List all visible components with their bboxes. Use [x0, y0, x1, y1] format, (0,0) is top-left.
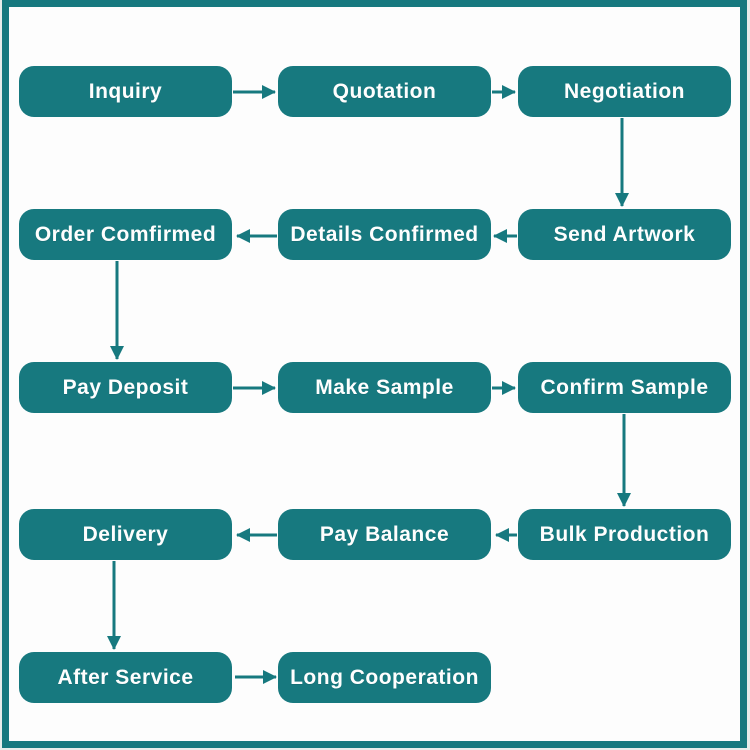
flow-node-negotiation: Negotiation	[518, 66, 731, 117]
flow-node-quotation: Quotation	[278, 66, 491, 117]
flow-node-order-comfirmed: Order Comfirmed	[19, 209, 232, 260]
flow-node-confirm-sample: Confirm Sample	[518, 362, 731, 413]
flow-node-bulk-production: Bulk Production	[518, 509, 731, 560]
flow-node-pay-balance: Pay Balance	[278, 509, 491, 560]
flow-node-inquiry: Inquiry	[19, 66, 232, 117]
flow-node-make-sample: Make Sample	[278, 362, 491, 413]
flow-node-after-service: After Service	[19, 652, 232, 703]
flow-node-details-confirmed: Details Confirmed	[278, 209, 491, 260]
flow-node-send-artwork: Send Artwork	[518, 209, 731, 260]
flow-node-pay-deposit: Pay Deposit	[19, 362, 232, 413]
flow-node-delivery: Delivery	[19, 509, 232, 560]
flow-node-long-cooperation: Long Cooperation	[278, 652, 491, 703]
